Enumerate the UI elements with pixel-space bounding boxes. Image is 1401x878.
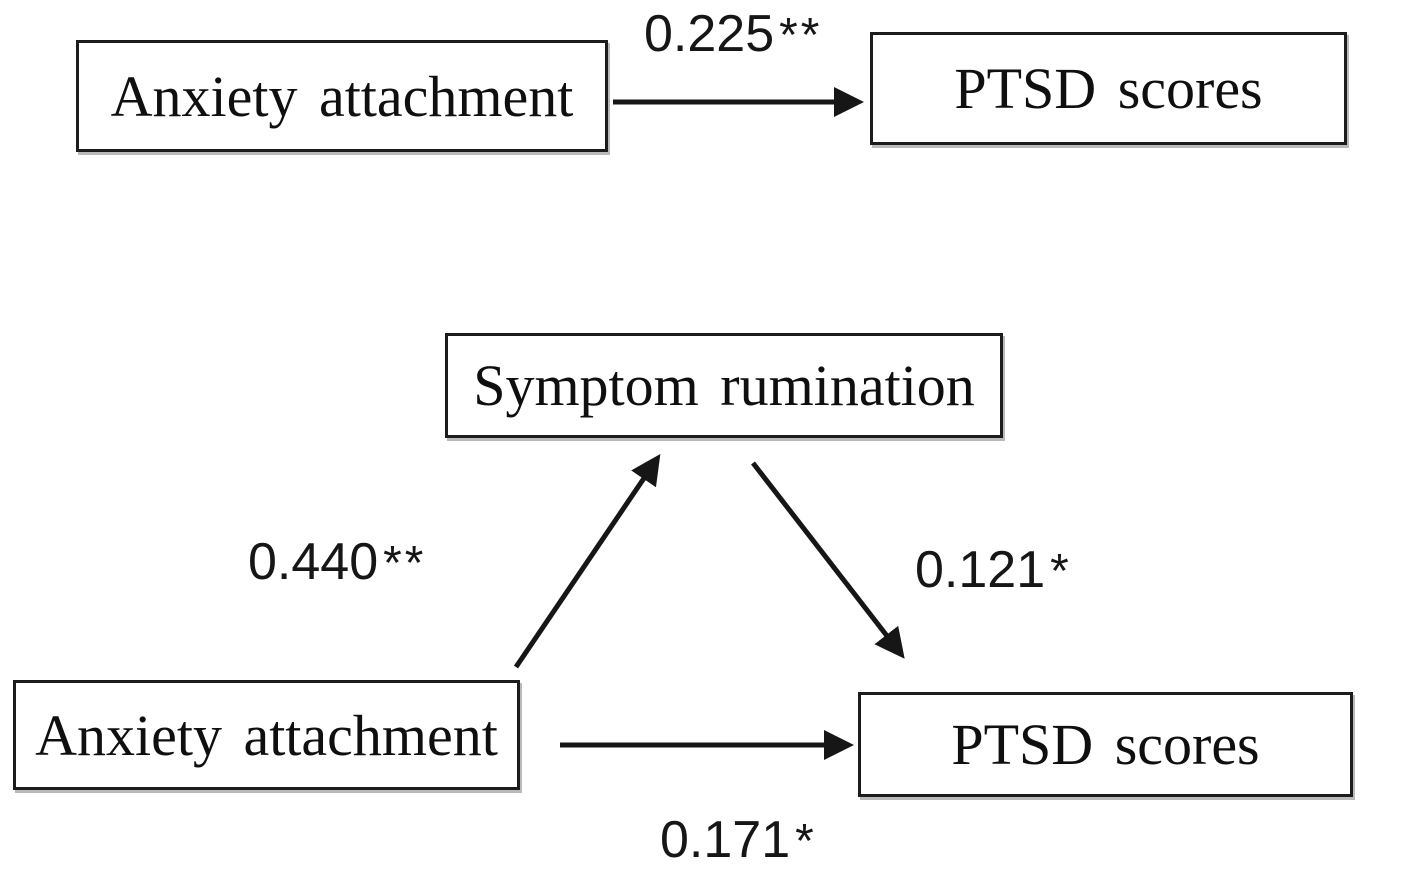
top-outcome-box: PTSD scores — [870, 32, 1347, 145]
direct-path-coefficient: 0.171* — [660, 814, 817, 866]
path-a-significance: ** — [383, 537, 427, 590]
path-b-coefficient: 0.121* — [915, 544, 1072, 596]
mediator-box: Symptom rumination — [445, 333, 1003, 438]
bottom-predictor-box: Anxiety attachment — [13, 680, 520, 790]
bottom-outcome-label: PTSD scores — [951, 712, 1260, 777]
direct-path-value: 0.171 — [660, 811, 791, 869]
bottom-outcome-box: PTSD scores — [858, 692, 1353, 797]
top-predictor-box: Anxiety attachment — [76, 40, 608, 152]
total-effect-significance: ** — [779, 9, 823, 62]
bottom-predictor-label: Anxiety attachment — [35, 702, 498, 768]
path-a-arrow — [513, 454, 661, 669]
path-b-value: 0.121 — [915, 541, 1046, 599]
top-outcome-label: PTSD scores — [954, 56, 1263, 121]
path-b-arrow — [751, 461, 905, 659]
path-a-value: 0.440 — [248, 533, 379, 591]
top-predictor-label: Anxiety attachment — [110, 63, 574, 129]
direct-path-significance: * — [795, 815, 817, 868]
path-a-coefficient: 0.440** — [248, 536, 426, 588]
path-b-significance: * — [1050, 545, 1072, 598]
mediator-label: Symptom rumination — [473, 353, 975, 418]
total-effect-coefficient: 0.225** — [644, 8, 822, 60]
total-effect-value: 0.225 — [644, 5, 775, 63]
